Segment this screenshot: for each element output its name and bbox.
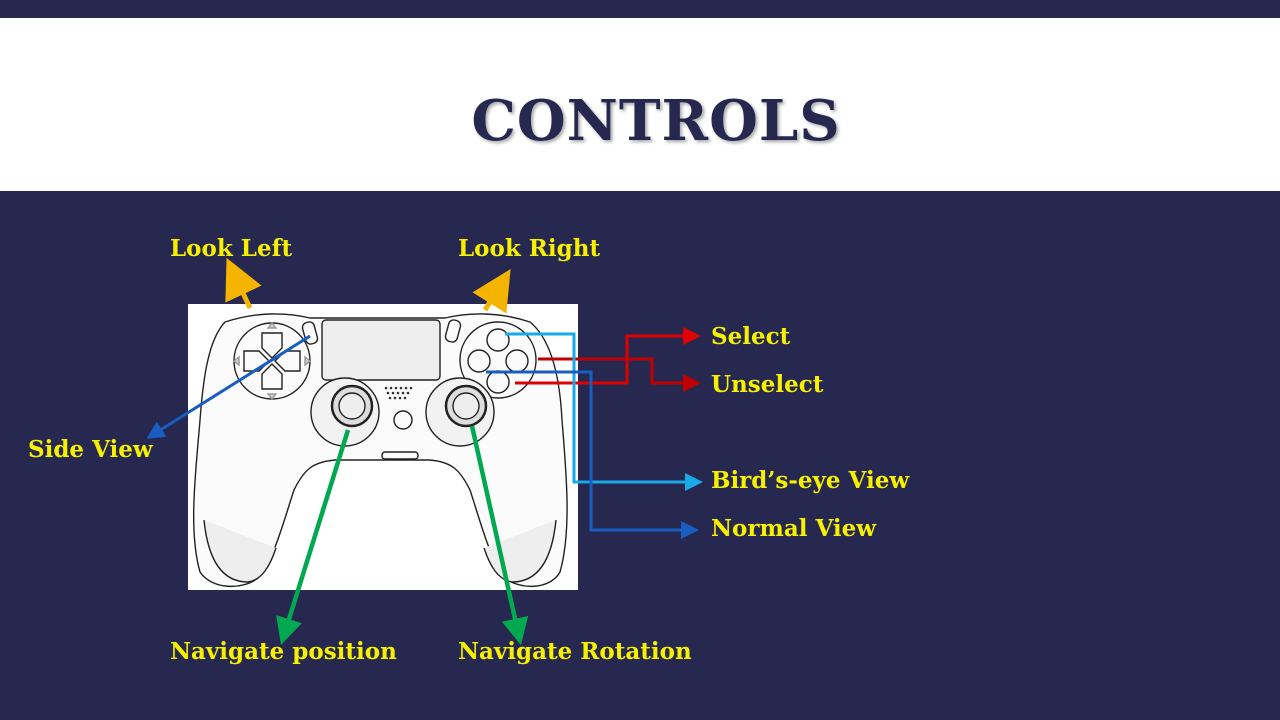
label-normal-view: Normal View [711,515,877,542]
page-title: CONTROLS [471,88,841,154]
top-accent-band [0,0,1280,18]
label-navigate-rotation: Navigate Rotation [458,638,692,665]
label-navigate-position: Navigate position [170,638,397,665]
label-look-left: Look Left [170,235,292,262]
side-view-line [146,334,311,439]
normal-view-line [486,370,699,539]
navigate-position-line [276,429,351,645]
label-select: Select [711,323,791,350]
unselect-line [538,357,701,392]
gamepad-controller-icon [188,304,578,590]
label-look-right: Look Right [458,235,600,262]
birds-eye-view-line [505,332,703,491]
look-right-arrow [472,269,511,314]
label-unselect: Unselect [711,371,824,398]
label-birds-eye-view: Bird’s-eye View [711,467,910,494]
navigate-rotation-line [469,425,529,646]
title-band [0,18,1280,191]
look-left-arrow [225,257,262,310]
label-side-view: Side View [28,436,154,463]
